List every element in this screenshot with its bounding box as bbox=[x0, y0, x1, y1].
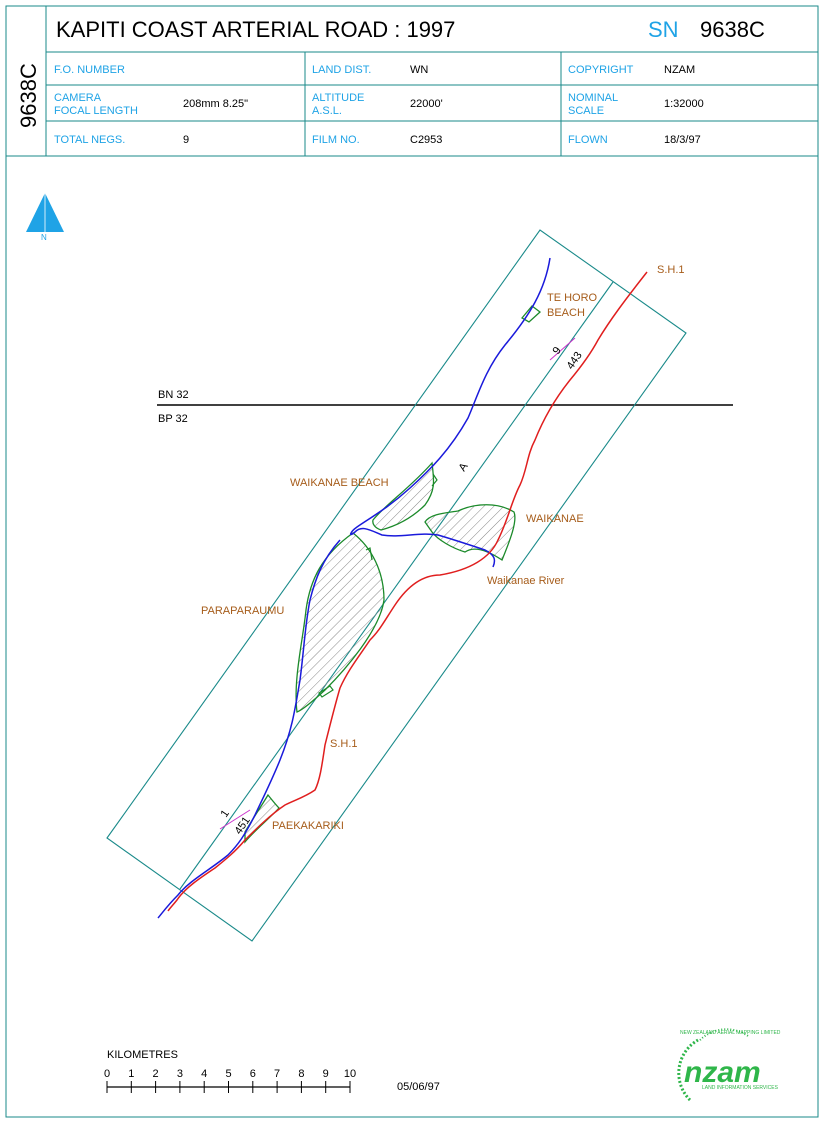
scale-tick-label: 0 bbox=[104, 1068, 110, 1080]
scale-tick-label: 7 bbox=[274, 1068, 280, 1080]
north-arrow-icon: N bbox=[26, 193, 64, 242]
nominal-label: NOMINAL bbox=[568, 92, 618, 104]
grid-label-lower: BP 32 bbox=[158, 413, 188, 425]
flown-value: 18/3/97 bbox=[664, 134, 701, 146]
urban-area-paraparaumu bbox=[295, 532, 385, 713]
state-highway-1 bbox=[167, 271, 648, 912]
scale-ticks: 0 1 2 3 4 5 6 7 8 9 10 bbox=[104, 1068, 356, 1093]
copyright-value: NZAM bbox=[664, 64, 695, 76]
total-negs-label: TOTAL NEGS. bbox=[54, 134, 125, 146]
sn-value: 9638C bbox=[700, 17, 765, 42]
place-waikanae: WAIKANAE bbox=[526, 513, 584, 525]
scale-tick-label: 9 bbox=[323, 1068, 329, 1080]
side-code: 9638C bbox=[16, 63, 41, 128]
flight-line bbox=[179, 281, 614, 890]
road-label-top: S.H.1 bbox=[657, 264, 685, 276]
scale-tick-label: 8 bbox=[298, 1068, 304, 1080]
total-negs-value: 9 bbox=[183, 134, 189, 146]
place-te-horo-beach: BEACH bbox=[547, 307, 585, 319]
urban-area-waikanae bbox=[424, 504, 516, 561]
grid-label-upper: BN 32 bbox=[158, 389, 189, 401]
logo-wordmark: nzam bbox=[684, 1056, 761, 1089]
film-no-value: C2953 bbox=[410, 134, 442, 146]
photo-marker-end: 9 443 bbox=[549, 337, 585, 372]
sheet-title: KAPITI COAST ARTERIAL ROAD : 1997 bbox=[56, 17, 455, 42]
run-letter: A bbox=[457, 460, 471, 473]
asl-label: A.S.L. bbox=[312, 105, 342, 117]
scale-tick-label: 10 bbox=[344, 1068, 356, 1080]
urban-area-waikanae-beach bbox=[372, 461, 435, 531]
copyright-label: COPYRIGHT bbox=[568, 64, 634, 76]
land-dist-label: LAND DIST. bbox=[312, 64, 371, 76]
focal-length-label: FOCAL LENGTH bbox=[54, 105, 138, 117]
scale-tick-label: 1 bbox=[128, 1068, 134, 1080]
altitude-value: 22000' bbox=[410, 98, 443, 110]
scale-bar: KILOMETRES 0 1 2 3 4 5 6 7 8 9 10 05/06/97 bbox=[104, 1049, 440, 1093]
road-label-mid: S.H.1 bbox=[330, 738, 358, 750]
nominal-scale-value: 1:32000 bbox=[664, 98, 704, 110]
scale-title: KILOMETRES bbox=[107, 1049, 178, 1061]
nzam-logo: nzam LAND INFORMATION SERVICES NEW ZEALA… bbox=[677, 1028, 781, 1102]
scale-tick-label: 4 bbox=[201, 1068, 207, 1080]
grid-division: BN 32 BP 32 bbox=[157, 389, 733, 425]
logo-tagline: LAND INFORMATION SERVICES bbox=[702, 1085, 779, 1091]
label-waikanae-river: Waikanae River bbox=[487, 575, 565, 587]
logo-ring-text: NEW ZEALAND AERIAL MAPPING LIMITED bbox=[680, 1030, 781, 1036]
header-block: 9638C KAPITI COAST ARTERIAL ROAD : 1997 … bbox=[5, 5, 819, 157]
flown-label: FLOWN bbox=[568, 134, 608, 146]
te-horo-marker bbox=[521, 305, 542, 323]
photo-start-frame: 1 bbox=[219, 808, 232, 820]
film-no-label: FILM NO. bbox=[312, 134, 360, 146]
fo-number-label: F.O. NUMBER bbox=[54, 64, 125, 76]
sn-label: SN bbox=[648, 17, 679, 42]
scale-label: SCALE bbox=[568, 105, 604, 117]
small-boundary-markers bbox=[318, 473, 438, 698]
scale-date: 05/06/97 bbox=[397, 1081, 440, 1093]
north-letter: N bbox=[41, 233, 47, 242]
scale-tick-label: 3 bbox=[177, 1068, 183, 1080]
scale-tick-label: 5 bbox=[225, 1068, 231, 1080]
place-paraparaumu: PARAPARAUMU bbox=[201, 605, 284, 617]
scale-tick-label: 2 bbox=[153, 1068, 159, 1080]
camera-label: CAMERA bbox=[54, 92, 102, 104]
photo-end-neg: 443 bbox=[565, 350, 585, 372]
place-waikanae-beach: WAIKANAE BEACH bbox=[290, 477, 389, 489]
place-paekakariki: PAEKAKARIKI bbox=[272, 820, 344, 832]
coastline bbox=[157, 257, 551, 919]
scale-tick-label: 6 bbox=[250, 1068, 256, 1080]
photo-end-frame: 9 bbox=[551, 345, 564, 357]
map-border bbox=[5, 155, 819, 1118]
altitude-label: ALTITUDE bbox=[312, 92, 364, 104]
land-dist-value: WN bbox=[410, 64, 428, 76]
photo-coverage-strip bbox=[106, 229, 687, 942]
focal-length-value: 208mm 8.25" bbox=[183, 98, 248, 110]
place-te-horo: TE HORO bbox=[547, 292, 598, 304]
